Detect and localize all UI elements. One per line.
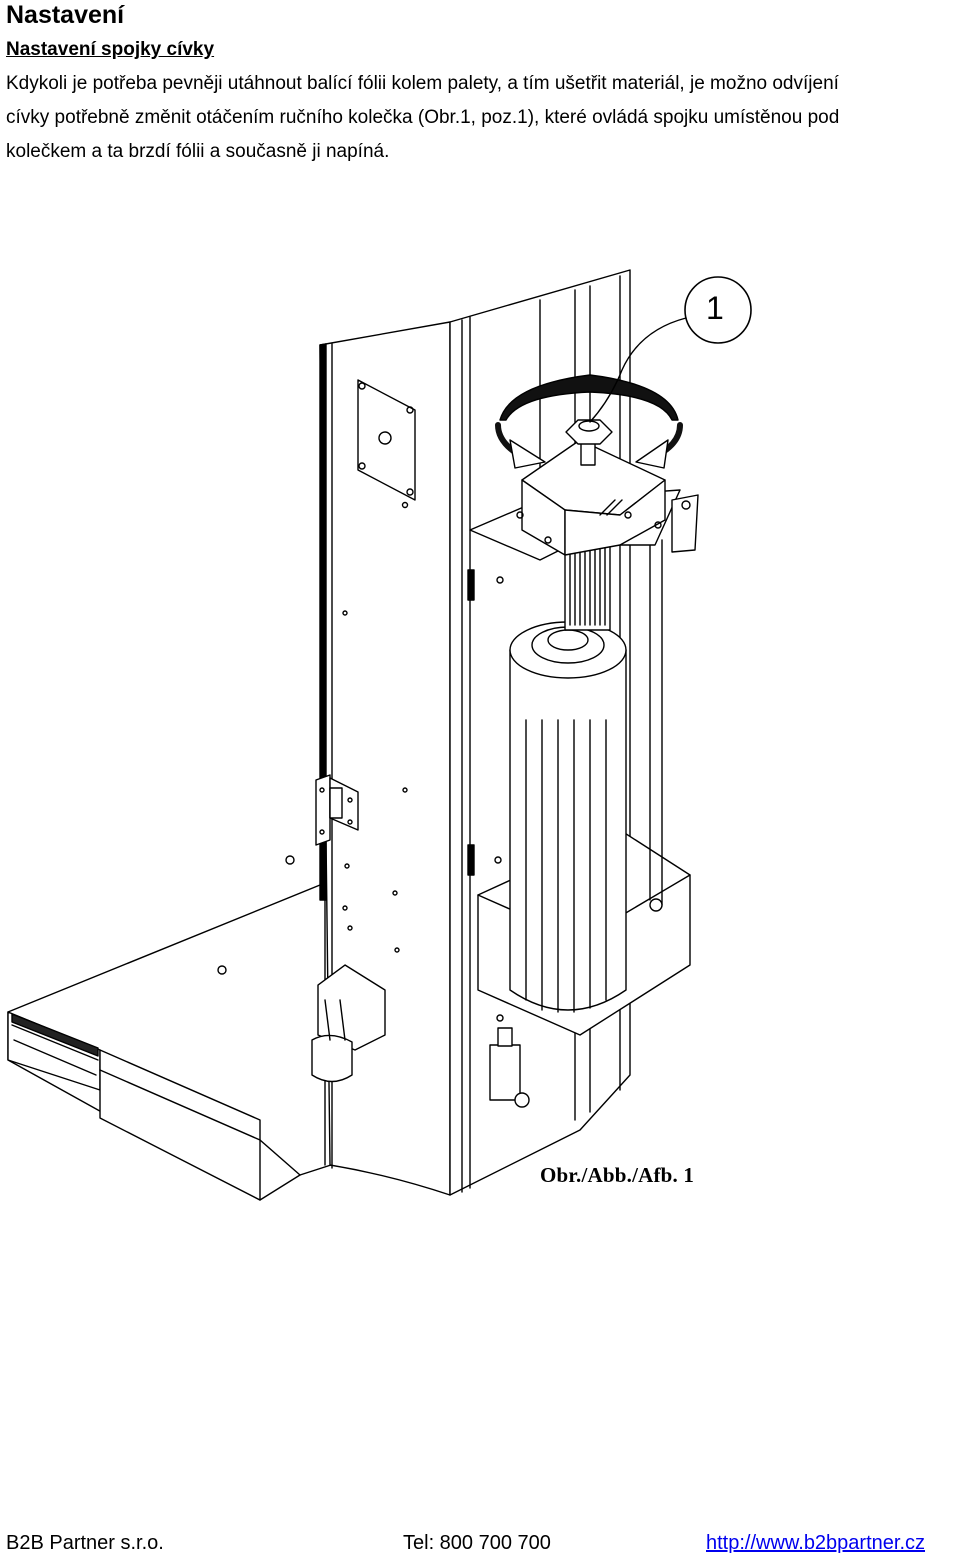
page-heading: Nastavení — [6, 1, 125, 29]
section-heading: Nastavení spojky cívky — [6, 39, 215, 60]
footer-phone: Tel: 800 700 700 — [403, 1532, 551, 1554]
rotation-arrow — [495, 374, 683, 469]
figure-caption: Obr./Abb./Afb. 1 — [540, 1163, 695, 1187]
limit-switch — [489, 1014, 530, 1108]
footer-company: B2B Partner s.r.o. — [6, 1532, 164, 1554]
callout-marker — [589, 276, 752, 423]
film-rollers — [564, 539, 663, 912]
footer-website-link[interactable]: http://www.b2bpartner.cz — [706, 1532, 926, 1554]
motor — [311, 964, 386, 1083]
handwheel-knob — [565, 419, 613, 466]
clutch-housing — [469, 439, 699, 561]
machine-drawing — [7, 269, 752, 1201]
paragraph-line: kolečkem a ta brzdí fólii a současně ji … — [6, 141, 390, 162]
paragraph-line: Kdykoli je potřeba pevněji utáhnout balí… — [6, 73, 839, 94]
film-roll — [509, 621, 627, 1013]
instruction-paragraph: Kdykoli je potřeba pevněji utáhnout balí… — [6, 67, 956, 169]
hinge — [315, 774, 359, 846]
paragraph-line: cívky potřebně změnit otáčením ručního k… — [6, 107, 840, 128]
callout-number: 1 — [706, 290, 724, 326]
